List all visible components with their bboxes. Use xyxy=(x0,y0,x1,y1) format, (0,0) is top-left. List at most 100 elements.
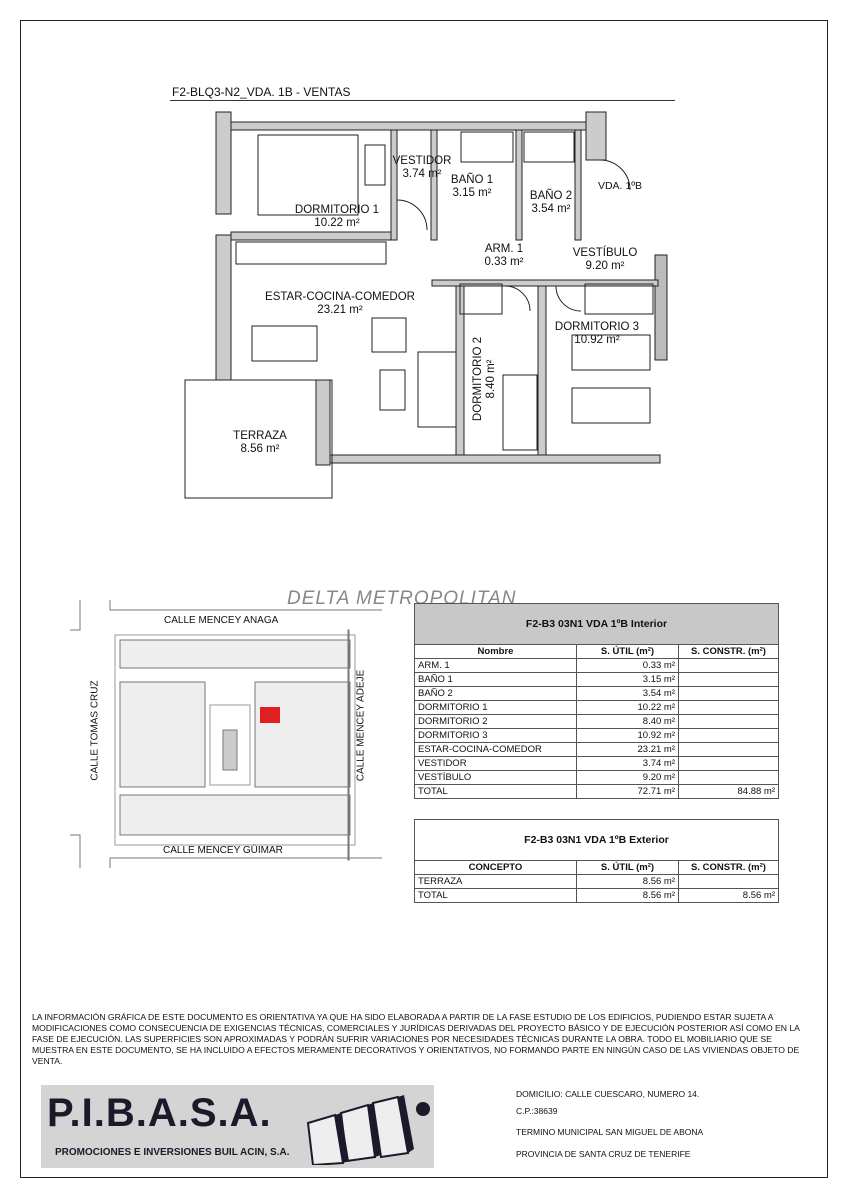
wardrobe xyxy=(584,283,654,315)
unit-location-marker xyxy=(260,707,280,723)
room-name: ARM. 1 xyxy=(484,243,524,255)
page-border xyxy=(20,20,828,1178)
door-swing xyxy=(396,199,428,231)
row-name: TOTAL xyxy=(414,784,577,799)
util-area: 10.92 m² xyxy=(576,728,679,743)
room-area: 8.40 m² xyxy=(485,359,497,399)
column-header: S. ÚTIL (m²) xyxy=(576,644,679,659)
plan-title: F2-BLQ3-N2_VDA. 1B - VENTAS xyxy=(172,85,351,99)
room-area: 3.15 m² xyxy=(452,187,492,199)
row-name: VESTIDOR xyxy=(414,756,577,771)
pool xyxy=(222,729,238,771)
armchair xyxy=(371,317,407,353)
floor-plan-drawing xyxy=(184,111,668,499)
row-name: ESTAR-COCINA-COMEDOR xyxy=(414,742,577,757)
constr-area xyxy=(678,874,779,889)
util-area: 8.40 m² xyxy=(576,714,679,729)
street-left: CALLE TOMAS CRUZ xyxy=(89,680,101,781)
room-area: 23.21 m² xyxy=(317,304,363,316)
building-block xyxy=(119,681,206,788)
row-name: TOTAL xyxy=(414,888,577,903)
table-title: F2-B3 03N1 VDA 1ºB Exterior xyxy=(414,819,779,861)
wall xyxy=(215,234,232,381)
shower-furniture xyxy=(523,131,575,163)
buildings-icon xyxy=(306,1095,430,1165)
building-row xyxy=(119,794,351,836)
street-right: CALLE MENCEY ADEJE xyxy=(355,669,367,782)
door-swing xyxy=(599,159,631,191)
constr-area xyxy=(678,728,779,743)
room-area: 3.74 m² xyxy=(402,168,442,180)
wall xyxy=(215,111,232,215)
room-name: DORMITORIO 1 xyxy=(294,204,380,216)
street-edge xyxy=(70,600,382,631)
logo-text: P.I.B.A.S.A. xyxy=(47,1091,272,1135)
room-name: BAÑO 2 xyxy=(529,190,573,202)
block-outline xyxy=(114,634,356,846)
constr-area xyxy=(678,714,779,729)
terrace-outline xyxy=(184,379,333,499)
constr-area: 84.88 m² xyxy=(678,784,779,799)
constr-area: 8.56 m² xyxy=(678,888,779,903)
wall xyxy=(230,231,392,241)
building-block xyxy=(254,681,351,788)
province: PROVINCIA DE SANTA CRUZ DE TENERIFE xyxy=(516,1149,691,1159)
util-area: 3.74 m² xyxy=(576,756,679,771)
constr-area xyxy=(678,742,779,757)
wall xyxy=(230,121,592,131)
constr-area xyxy=(678,756,779,771)
courtyard xyxy=(209,704,251,786)
street-edge xyxy=(347,629,350,861)
bed-furniture xyxy=(502,374,538,451)
exterior-area-table: F2-B3 03N1 VDA 1ºB Exterior CONCEPTO S. … xyxy=(414,819,779,903)
util-area: 3.54 m² xyxy=(576,686,679,701)
wall xyxy=(431,279,659,287)
room-name: VESTIDOR xyxy=(392,155,452,167)
util-area: 9.20 m² xyxy=(576,770,679,785)
column-header: S. CONSTR. (m²) xyxy=(678,860,779,875)
company-logo: P.I.B.A.S.A. PROMOCIONES E INVERSIONES B… xyxy=(41,1085,434,1168)
desk-furniture xyxy=(364,144,386,186)
door-swing xyxy=(555,285,582,312)
row-name: DORMITORIO 2 xyxy=(414,714,577,729)
util-area: 8.56 m² xyxy=(576,874,679,889)
constr-area xyxy=(678,700,779,715)
row-name: DORMITORIO 3 xyxy=(414,728,577,743)
wall xyxy=(430,129,438,241)
wall xyxy=(585,111,607,161)
room-area: 8.56 m² xyxy=(240,443,280,455)
shower-furniture xyxy=(460,131,514,163)
util-area: 72.71 m² xyxy=(576,784,679,799)
kitchen-counter xyxy=(235,241,387,265)
row-name: BAÑO 1 xyxy=(414,672,577,687)
wardrobe xyxy=(459,283,503,315)
constr-area xyxy=(678,686,779,701)
street-edge xyxy=(70,834,382,868)
coffee-table xyxy=(379,369,406,411)
building-row xyxy=(119,639,351,669)
row-name: VESTÍBULO xyxy=(414,770,577,785)
row-name: ARM. 1 xyxy=(414,658,577,673)
column-header: S. CONSTR. (m²) xyxy=(678,644,779,659)
address-line: DOMICILIO: CALLE CUESCARO, NUMERO 14. xyxy=(516,1089,700,1099)
postal-code: C.P.:38639 xyxy=(516,1106,558,1116)
dining-table xyxy=(251,325,318,362)
util-area: 23.21 m² xyxy=(576,742,679,757)
column-header: S. ÚTIL (m²) xyxy=(576,860,679,875)
room-name: VESTÍBULO xyxy=(572,247,638,259)
